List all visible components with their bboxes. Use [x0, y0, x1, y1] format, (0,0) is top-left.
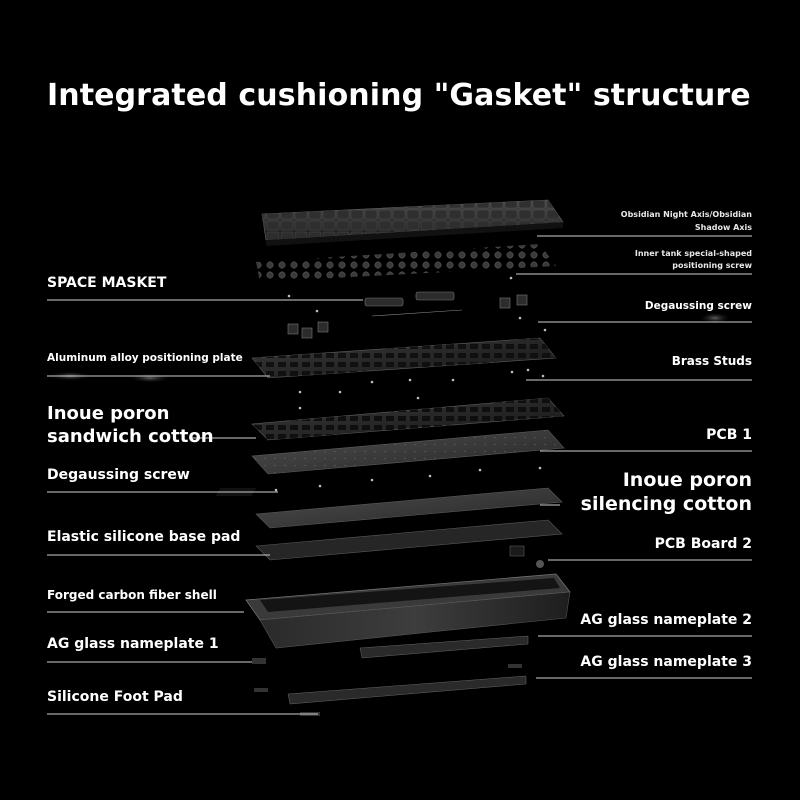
silencing-foam-layer [215, 487, 563, 529]
label-pcb-board-2: PCB Board 2 [654, 536, 752, 552]
sandwich-foam-layer [251, 397, 565, 441]
carbon-shell-layer [245, 573, 571, 649]
label-inoue-sandwich-line1: Inoue poron [47, 403, 170, 424]
label-pcb-1: PCB 1 [706, 427, 752, 443]
page-title: Integrated cushioning "Gasket" structure [47, 78, 751, 113]
nameplates-layer [252, 635, 529, 716]
silicone-pad-layer [255, 519, 563, 568]
label-nameplate-3: AG glass nameplate 3 [580, 654, 752, 670]
label-inner-tank-line2: positioning screw [672, 261, 752, 270]
screws-studs [274, 276, 547, 492]
label-inoue-silencing-line1: Inoue poron [622, 469, 752, 491]
keycaps-layer [261, 199, 564, 246]
label-carbon-shell: Forged carbon fiber shell [47, 588, 217, 602]
leader-lines [47, 235, 752, 715]
switches-layer [256, 244, 556, 282]
label-nameplate-2: AG glass nameplate 2 [580, 612, 752, 628]
aluminum-plate-layer [251, 337, 557, 379]
label-nameplate-1: AG glass nameplate 1 [47, 636, 219, 652]
label-degaussing-screw-right: Degaussing screw [644, 300, 752, 312]
stabilizers-layer [287, 291, 528, 339]
label-obsidian-axis-line1: Obsidian Night Axis/Obsidian [620, 210, 752, 219]
label-inoue-silencing-line2: silencing cotton [580, 493, 752, 515]
label-space-masket: SPACE MASKET [47, 275, 167, 291]
label-inoue-sandwich-line2: sandwich cotton [47, 426, 214, 447]
label-foot-pad: Silicone Foot Pad [47, 689, 183, 705]
label-aluminum-plate: Aluminum alloy positioning plate [47, 352, 243, 364]
label-silicone-base-pad: Elastic silicone base pad [47, 529, 241, 545]
label-inner-tank-line1: Inner tank special-shaped [634, 249, 752, 258]
label-degaussing-screw-left: Degaussing screw [47, 467, 190, 483]
label-brass-studs: Brass Studs [671, 354, 752, 368]
label-obsidian-axis-line2: Shadow Axis [694, 223, 752, 232]
pcb-layer [251, 429, 565, 475]
